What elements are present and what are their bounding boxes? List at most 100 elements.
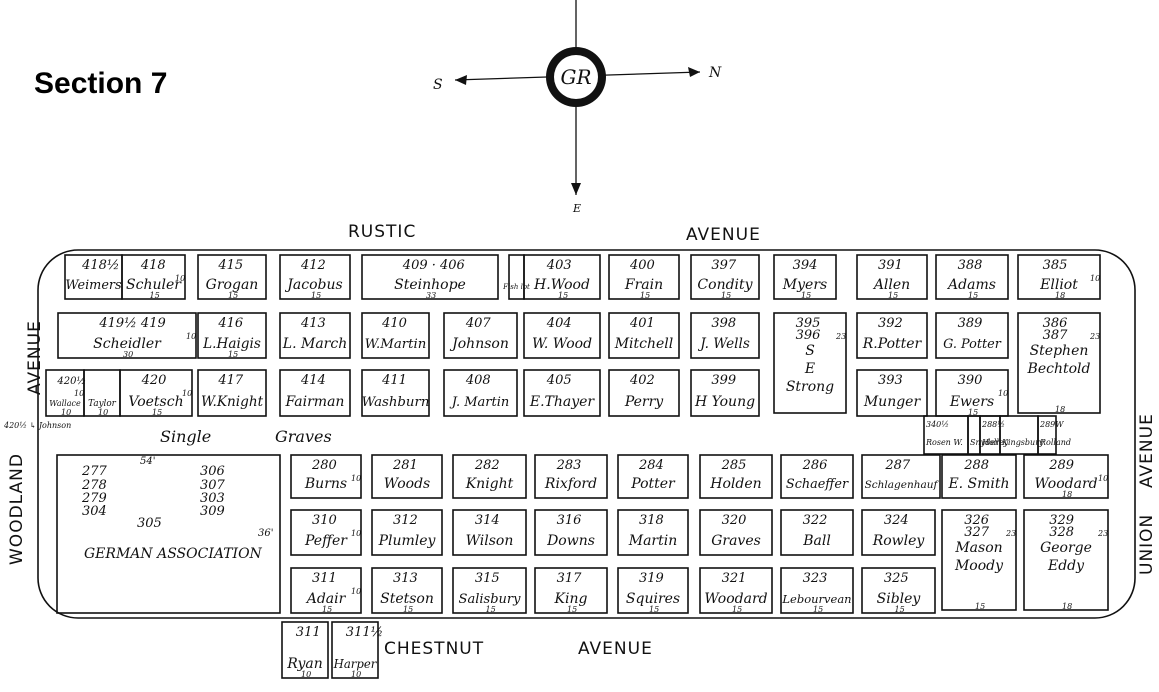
lot-name: Lebourvean <box>781 592 851 606</box>
lot-number: 321 <box>722 571 747 586</box>
lot-bottom-dimension: 15 <box>895 605 905 614</box>
lot-name: Knight <box>465 476 514 492</box>
lot-number: 405 <box>546 373 572 388</box>
lot-number: 287 <box>884 458 911 473</box>
lot-number: 323 <box>803 571 828 586</box>
lot-number: 284 <box>638 458 664 473</box>
lot-number: 326 <box>964 513 989 528</box>
lot-name: L. March <box>282 336 347 352</box>
lot-name: Peffer <box>304 533 348 549</box>
german-lot: 279 <box>81 491 107 506</box>
lot-number: 389 <box>958 316 983 331</box>
street-rustic: RUSTIC <box>348 222 416 242</box>
lot-number: 420½ <box>56 376 86 387</box>
lot-outline <box>290 567 362 614</box>
lot-outline <box>361 254 499 300</box>
lot-outline <box>861 454 941 499</box>
lot-outline <box>290 454 362 499</box>
lot-number: 317 <box>557 571 583 586</box>
lot-name: H.Wood <box>533 277 590 293</box>
lot-name: Frain <box>624 277 663 293</box>
lot-number: 289 <box>1048 458 1074 473</box>
lot-outline <box>773 312 847 414</box>
lot-name: Snyder <box>970 438 1000 447</box>
lot-name: Fairman <box>285 394 345 410</box>
lot-bottom-dimension: 18 <box>1062 490 1072 499</box>
lot-name: L.Haigis <box>202 336 261 352</box>
lot-number: 415 <box>217 258 243 273</box>
lot-side-dimension: 10 <box>182 389 192 398</box>
lot-outline <box>1017 312 1101 414</box>
lot-number: 418 <box>140 258 166 273</box>
lot-outline <box>197 312 267 359</box>
lot-number: 314 <box>475 513 500 528</box>
lot-name: E.Thayer <box>529 394 596 410</box>
lot-bottom-dimension: 15 <box>640 291 650 300</box>
german-dim-top: 54' <box>140 456 155 467</box>
compass-north: N <box>708 65 722 81</box>
lot-bottom-dimension: 15 <box>968 291 978 300</box>
german-dim-right: 36' <box>258 528 273 539</box>
lot-number: 392 <box>878 316 903 331</box>
lot-name: Ball <box>802 533 831 549</box>
lot-name: Stetson <box>380 591 434 607</box>
lot-name: Johnson <box>449 336 509 352</box>
lot-bottom-dimension: 15 <box>732 605 742 614</box>
lot-bottom-dimension: 10 <box>98 408 108 417</box>
lot-outline <box>281 621 329 679</box>
lot-name: Steinhope <box>394 277 466 293</box>
lot-bottom-dimension: 15 <box>888 291 898 300</box>
lot-number: 289W <box>1039 420 1064 429</box>
lot-name: Myers <box>782 277 827 293</box>
lot-outline <box>443 369 518 417</box>
lot-number: 417 <box>217 373 244 388</box>
lot-bottom-dimension: 18 <box>1062 602 1072 611</box>
lot-side-dimension: 10 <box>186 332 196 341</box>
lot-number: 401 <box>629 316 655 331</box>
lot-name: Perry <box>624 394 664 410</box>
lot-number: 311 <box>312 571 337 586</box>
lot-number: 311½ <box>346 625 383 640</box>
lot-side-dimension: 10 <box>351 529 361 538</box>
lot-name: George <box>1040 540 1092 556</box>
lot-bottom-dimension: 15 <box>649 605 659 614</box>
lot-bottom-dimension: 30 <box>123 350 133 359</box>
lot-outline <box>534 567 608 614</box>
lot-outline <box>1037 415 1057 455</box>
lot-outline <box>617 567 689 614</box>
lot-bottom-dimension: 10 <box>61 408 71 417</box>
compass-rose: GR S N E <box>433 0 722 215</box>
german-association-plot: 54' 36' 277 278 279 304 306 307 303 309 … <box>56 454 281 614</box>
lot-number: 316 <box>557 513 582 528</box>
lot-outline <box>967 415 981 455</box>
lot-outline <box>861 509 936 556</box>
lot-number: 319 <box>639 571 664 586</box>
german-lot: 307 <box>200 478 226 493</box>
lot-name: Wilson <box>466 533 514 549</box>
lot-number: 409 · 406 <box>402 258 465 273</box>
lot-outline <box>361 369 430 417</box>
lot-side-dimension: 10 <box>998 389 1008 398</box>
lot-bottom-dimension: 15 <box>558 291 568 300</box>
lot-outline <box>780 454 854 499</box>
lot-number: 395 <box>796 316 821 331</box>
